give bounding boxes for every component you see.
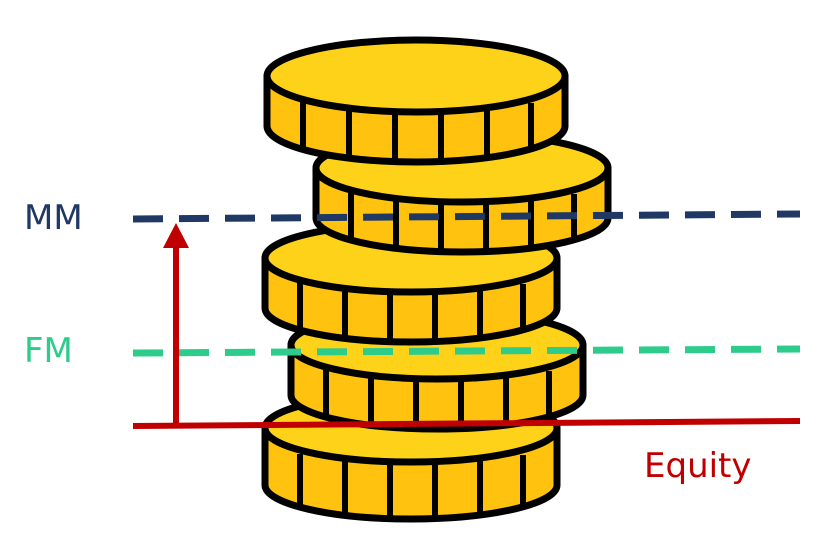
equity-level-line <box>132 418 801 429</box>
arrow-up-icon <box>163 223 189 426</box>
coin-3 <box>261 220 561 346</box>
coin-1 <box>263 36 569 166</box>
fm-level-line <box>132 345 801 357</box>
equity-label: Equity <box>644 446 752 486</box>
mm-level-line <box>132 210 801 223</box>
mm-label: MM <box>24 198 83 238</box>
fm-label: FM <box>24 331 73 371</box>
coin-stack-icon <box>261 36 612 523</box>
